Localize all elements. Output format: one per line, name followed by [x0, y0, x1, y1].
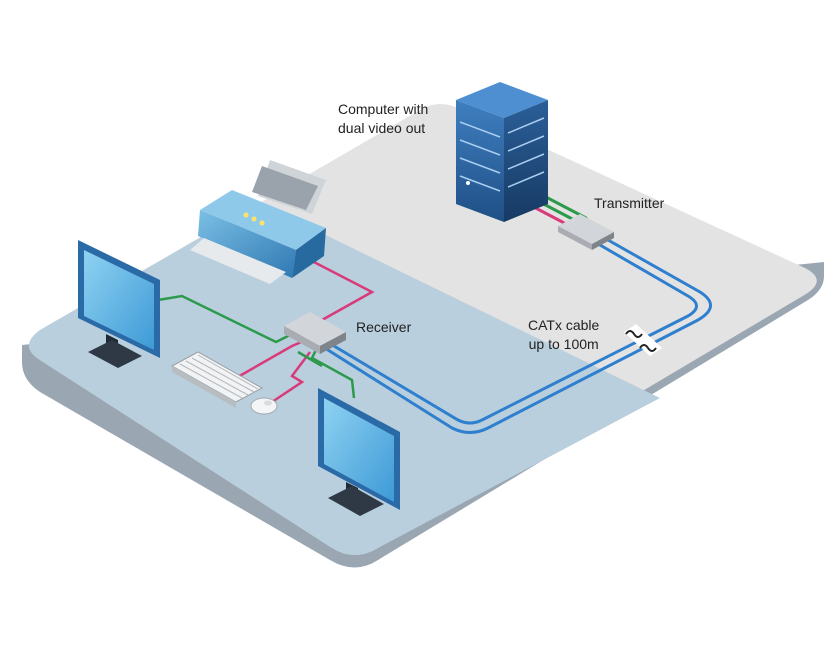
computer-label-line2: dual video out — [338, 120, 426, 136]
receiver-label: Receiver — [356, 319, 412, 335]
mouse-cable — [271, 351, 311, 404]
floor-receiver-zone — [29, 203, 660, 555]
computer-label: Computer with dual video out — [338, 100, 428, 138]
server-tower-icon — [456, 82, 548, 222]
computer-label-line1: Computer with — [338, 101, 429, 117]
receiver-box-icon — [284, 312, 346, 354]
catx-cable-label-line2: up to 100m — [528, 336, 599, 352]
transmitter-label: Transmitter — [594, 195, 665, 211]
catx-cable — [318, 238, 712, 434]
left-monitor-icon — [78, 240, 160, 368]
catx-cable-label-line1: CATx cable — [528, 317, 600, 333]
printer-cable — [309, 258, 375, 322]
printer-icon — [190, 160, 326, 284]
transmitter-box-icon — [558, 214, 614, 250]
keyboard-icon — [170, 351, 264, 408]
cable-break-icon — [624, 324, 662, 356]
catx-cable-label: CATx cable up to 100m — [528, 316, 599, 354]
floor — [22, 104, 824, 568]
right-monitor-icon — [318, 388, 400, 516]
right-monitor-cable — [297, 345, 356, 399]
mouse-icon — [250, 397, 278, 415]
